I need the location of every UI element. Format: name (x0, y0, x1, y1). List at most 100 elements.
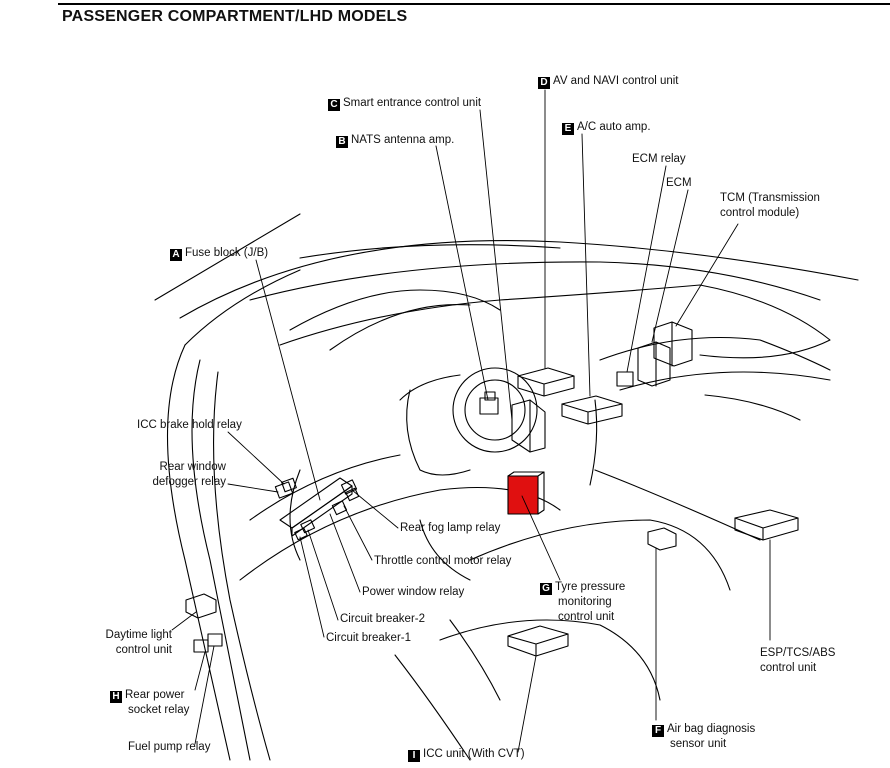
console-inner (439, 619, 661, 701)
floor-line (394, 654, 471, 761)
ecm-relay-shape (616, 371, 634, 387)
console-outline (469, 519, 731, 591)
top-rule (58, 3, 890, 5)
callout-b-letter: B (336, 136, 348, 148)
callout-fuel-pump-relay-text: Fuel pump relay (128, 741, 211, 753)
dash-right-lower (704, 394, 801, 421)
rear-power-socket-shape (193, 639, 209, 653)
callout-tcm: TCM (Transmission control module) (720, 191, 820, 221)
esp-unit-shape (734, 509, 799, 541)
roof-line (299, 244, 561, 259)
ac-auto-amp-shape (561, 395, 623, 425)
callout-f-letter: F (652, 725, 664, 737)
dash-right-2 (619, 371, 831, 391)
callout-tcm-line1: TCM (Transmission (720, 192, 820, 204)
icc-brake-hold-relay-shape (274, 477, 297, 499)
knee-panel (289, 469, 301, 561)
callout-h-line2: socket relay (128, 704, 190, 716)
callout-f-line2: sensor unit (670, 738, 727, 750)
smart-entrance-shape (511, 399, 546, 453)
callout-esp-tcs-abs: ESP/TCS/ABS control unit (760, 646, 835, 676)
column-housing (406, 389, 471, 476)
callout-tcm-line2: control module) (720, 207, 800, 219)
callout-e-text: A/C auto amp. (577, 121, 651, 133)
callout-circuit-breaker-1-text: Circuit breaker-1 (326, 632, 411, 644)
callout-throttle-relay: Throttle control motor relay (374, 554, 511, 569)
callout-g-line1: Tyre pressure (555, 581, 626, 593)
floor-right-2 (589, 399, 598, 486)
steering-wheel-rim (452, 367, 538, 453)
callout-esp-line1: ESP/TCS/ABS (760, 647, 836, 659)
callout-rear-window-defogger-line2: defogger relay (152, 476, 226, 488)
callout-daytime-light: Daytime light control unit (82, 628, 172, 658)
steering-wheel-inner (464, 379, 526, 441)
callout-ecm-relay-text: ECM relay (632, 153, 686, 165)
callout-i-text: ICC unit (With CVT) (423, 748, 525, 760)
callout-f-line1: Air bag diagnosis (667, 723, 756, 735)
callout-icc-brake-hold-relay-text: ICC brake hold relay (137, 419, 242, 431)
callout-ecm: ECM (666, 176, 692, 191)
windshield-line-2 (179, 240, 859, 319)
callout-i-letter: I (408, 750, 420, 762)
callout-rear-window-defogger: Rear window defogger relay (120, 460, 226, 490)
dash-right (599, 336, 831, 371)
callout-power-window-relay: Power window relay (362, 585, 464, 600)
page-title: PASSENGER COMPARTMENT/LHD MODELS (62, 8, 408, 25)
floor-right (594, 469, 761, 541)
callout-icc-brake-hold-relay: ICC brake hold relay (137, 418, 242, 433)
windshield-inner (249, 261, 821, 301)
door-edge (213, 371, 271, 761)
callout-h-line1: Rear power (125, 689, 185, 701)
callout-d-text: AV and NAVI control unit (553, 75, 679, 87)
a-pillar-body (167, 344, 231, 761)
callout-h-letter: H (110, 691, 122, 703)
a-pillar-inner (191, 359, 251, 761)
callout-ecm-text: ECM (666, 177, 692, 189)
callout-rear-fog-lamp-relay-text: Rear fog lamp relay (400, 522, 501, 534)
callout-a-letter: A (170, 249, 182, 261)
callout-rear-fog-lamp-relay: Rear fog lamp relay (400, 521, 500, 536)
tyre-pressure-unit-shape (507, 475, 539, 515)
callout-power-window-relay-text: Power window relay (362, 586, 465, 598)
column-housing-2 (399, 374, 461, 401)
callout-e-letter: E (562, 123, 574, 135)
callout-daytime-light-line2: control unit (115, 644, 172, 656)
callout-fuel-pump-relay: Fuel pump relay (128, 740, 210, 755)
callout-circuit-breaker-1: Circuit breaker-1 (326, 631, 411, 646)
a-pillar-outer (184, 269, 301, 346)
callout-g-line3: control unit (558, 611, 615, 623)
daytime-unit-shape (185, 593, 217, 619)
callout-g-letter: G (540, 583, 552, 595)
callout-c-text: Smart entrance control unit (343, 97, 482, 109)
airbag-unit-shape (647, 527, 677, 551)
callout-b-text: NATS antenna amp. (351, 134, 455, 146)
callout-throttle-relay-text: Throttle control motor relay (374, 555, 512, 567)
floor-line-2 (449, 619, 501, 701)
callout-d-letter: D (538, 77, 550, 89)
fuse-block-shape (279, 477, 353, 537)
callout-c-letter: C (328, 99, 340, 111)
lower-dash-left (249, 454, 401, 521)
icc-unit-shape (507, 625, 569, 657)
callout-a-text: Fuse block (J/B) (185, 247, 269, 259)
callout-g-line2: monitoring (558, 596, 612, 608)
callout-circuit-breaker-2-text: Circuit breaker-2 (340, 613, 425, 625)
center-tunnel (419, 519, 471, 581)
dash-hood-2 (329, 304, 471, 351)
callout-esp-line2: control unit (760, 662, 817, 674)
callout-ecm-relay: ECM relay (632, 152, 686, 167)
windshield-top-line (154, 213, 301, 301)
callout-circuit-breaker-2: Circuit breaker-2 (340, 612, 425, 627)
callout-daytime-light-line1: Daytime light (105, 629, 172, 641)
dash-top (279, 284, 831, 359)
